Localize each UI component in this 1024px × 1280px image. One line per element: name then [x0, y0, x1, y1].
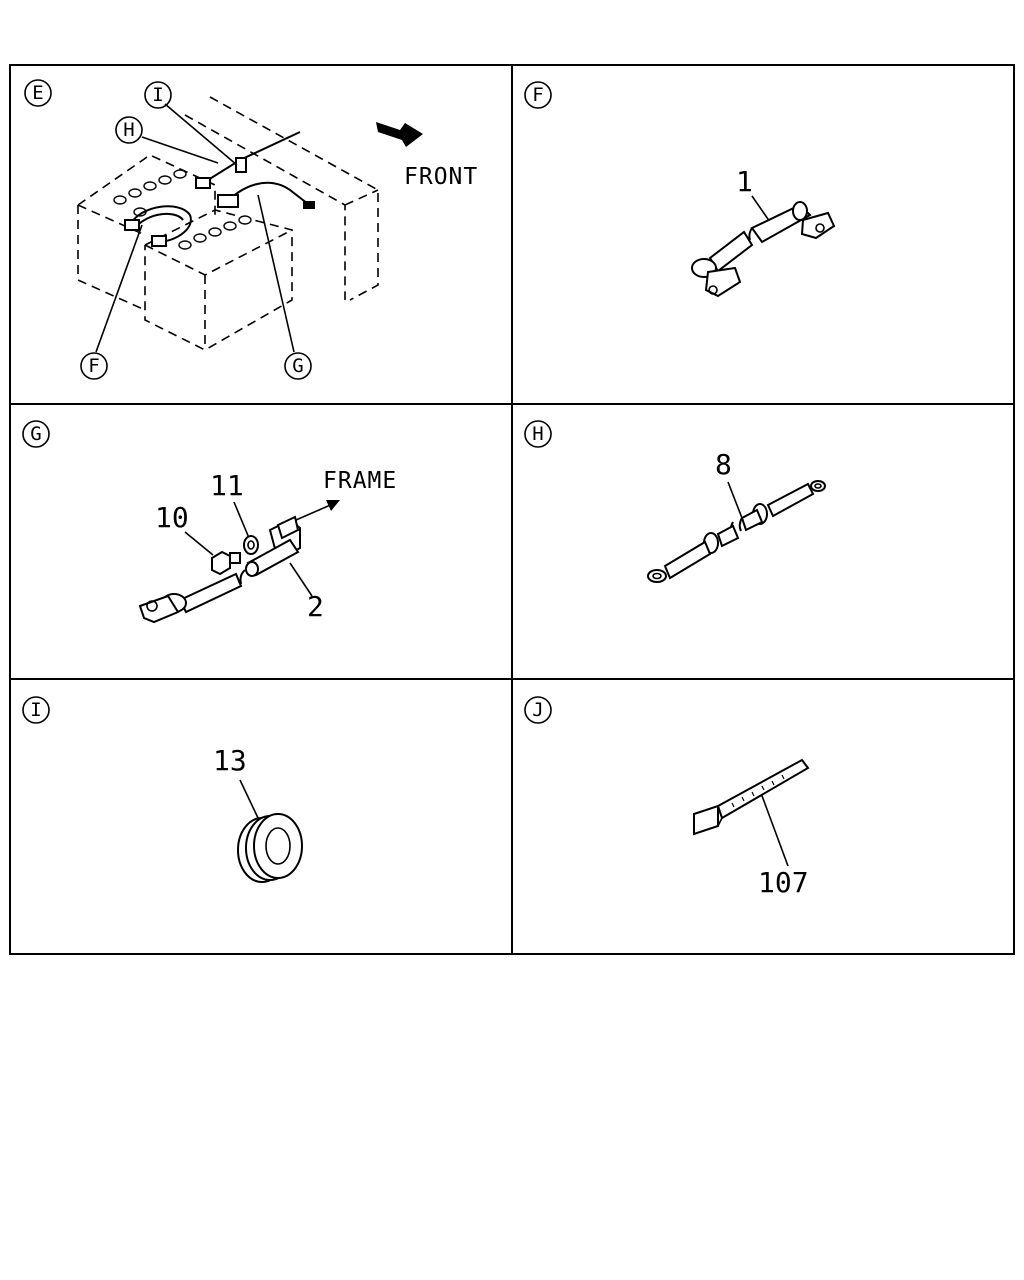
front-direction-label: FRONT — [404, 164, 478, 190]
part-number-13: 13 — [213, 744, 247, 777]
diagram-grid — [9, 64, 1015, 955]
panel-g-label: G — [22, 420, 50, 448]
battery-cable-part-1 — [691, 201, 836, 298]
frame-rail-drawing — [184, 96, 379, 301]
svg-text:H: H — [123, 119, 134, 141]
battery-cables — [124, 131, 315, 247]
svg-text:G: G — [30, 423, 41, 445]
part-number-8: 8 — [715, 448, 732, 481]
panel-j-label: J — [524, 696, 552, 724]
svg-text:F: F — [88, 355, 99, 377]
panel-h-label: H — [524, 420, 552, 448]
panel-e-label: E — [24, 79, 52, 107]
battery-drawing — [77, 154, 293, 351]
svg-text:H: H — [532, 423, 543, 445]
frame-arrow-icon — [295, 500, 340, 521]
callout-f: F — [80, 224, 143, 380]
panel-e: E — [24, 79, 478, 380]
panel-i-label: I — [22, 696, 50, 724]
callout-i: I — [144, 81, 238, 166]
panel-j: J 107 — [524, 696, 810, 899]
ground-cable-assembly — [138, 515, 301, 624]
part-number-2: 2 — [307, 590, 324, 623]
svg-text:G: G — [292, 355, 303, 377]
cable-tie-part-107 — [693, 758, 810, 836]
callout-g: G — [257, 194, 312, 380]
svg-text:E: E — [32, 82, 43, 104]
panel-f: F 1 — [524, 81, 836, 298]
svg-text:J: J — [532, 699, 543, 721]
cable-part-8 — [647, 480, 826, 583]
part-number-11: 11 — [210, 469, 244, 502]
front-arrow-icon — [376, 122, 423, 147]
svg-text:I: I — [152, 84, 163, 106]
panel-i: I 13 — [22, 696, 303, 883]
part-number-107: 107 — [758, 866, 809, 899]
part-number-1: 1 — [736, 165, 753, 198]
panel-f-label: F — [524, 81, 552, 109]
panel-g: G FRAME 11 10 2 — [22, 420, 397, 624]
part-number-10: 10 — [155, 501, 189, 534]
panel-h: H 8 — [524, 420, 826, 583]
svg-text:F: F — [532, 84, 543, 106]
callout-h: H — [115, 116, 219, 164]
svg-text:I: I — [30, 699, 41, 721]
grommet-part-13 — [237, 813, 303, 883]
frame-direction-label: FRAME — [323, 468, 397, 494]
